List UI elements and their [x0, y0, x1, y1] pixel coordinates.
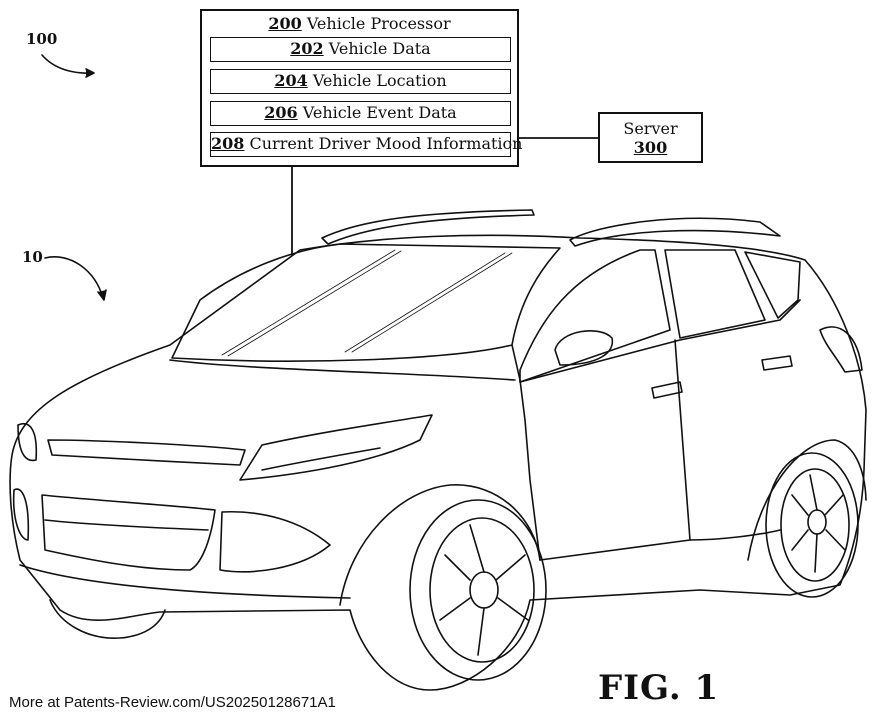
vehicle-location-number: 204 — [274, 71, 308, 90]
side-mirror — [554, 330, 614, 366]
system-ref-label: 100 — [26, 30, 58, 48]
upper-grille — [47, 439, 246, 466]
driver-mood-label: Current Driver Mood Information — [249, 134, 523, 153]
vehicle-location-label: Vehicle Location — [312, 71, 447, 90]
vehicle-data-label: Vehicle Data — [328, 39, 431, 58]
front-wheel — [409, 499, 547, 681]
system-ref-arrow — [41, 54, 94, 74]
quarter-window — [744, 251, 801, 319]
figure-label: FIG. 1 — [598, 668, 720, 708]
vehicle-event-data-box: 206 Vehicle Event Data — [210, 101, 511, 126]
rear-side-window — [664, 249, 766, 339]
vehicle-data-number: 202 — [290, 39, 324, 58]
vehicle-event-label: Vehicle Event Data — [302, 103, 457, 122]
vehicle-ref-arrowhead — [97, 289, 107, 301]
vehicle-ref-label: 10 — [22, 248, 43, 266]
vehicle-location-box: 204 Vehicle Location — [210, 69, 511, 94]
front-side-window — [519, 249, 671, 383]
vehicle-event-number: 206 — [264, 103, 298, 122]
vehicle-data-box: 202 Vehicle Data — [210, 37, 511, 62]
vehicle-processor-box: 200 Vehicle Processor 202 Vehicle Data 2… — [200, 9, 522, 167]
car-body — [9, 234, 867, 691]
driver-mood-box: 208 Current Driver Mood Information — [210, 132, 522, 157]
server-number: 300 — [633, 138, 668, 157]
processor-label: Vehicle Processor — [306, 14, 451, 33]
server-box: Server 300 — [598, 112, 703, 163]
windshield — [171, 243, 561, 362]
rear-wheel — [765, 452, 859, 598]
processor-number: 200 — [268, 14, 302, 33]
lower-grille — [41, 494, 216, 571]
headlight — [239, 414, 433, 481]
processor-title: 200 Vehicle Processor — [202, 14, 517, 33]
server-label: Server — [623, 119, 678, 138]
source-footer: More at Patents-Review.com/US20250128671… — [9, 694, 336, 711]
driver-mood-number: 208 — [211, 134, 245, 153]
system-ref-arrowhead — [85, 68, 95, 78]
fog-lamp — [219, 510, 331, 573]
vehicle-ref-arrow — [44, 256, 104, 299]
